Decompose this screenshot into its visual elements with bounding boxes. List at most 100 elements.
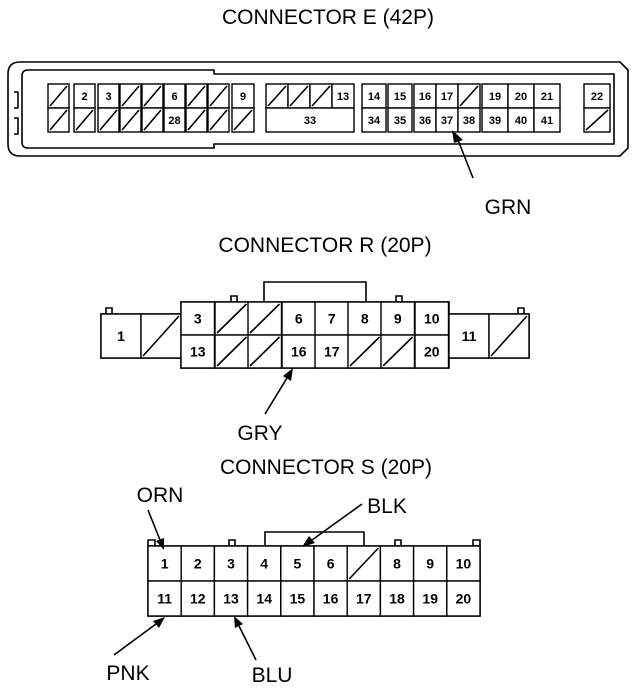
pin-cell-38: 38 — [457, 107, 481, 133]
connector-r-wire-label: GRY — [237, 422, 282, 445]
pin-cell-3: 3 — [213, 545, 249, 582]
connector-s-wire-blk: BLK — [367, 495, 407, 518]
pin-number: 16 — [323, 591, 339, 607]
pin-number: 5 — [294, 556, 302, 572]
pin-number: 9 — [240, 91, 246, 103]
pin-number: 19 — [422, 591, 438, 607]
pin-number: 15 — [394, 91, 406, 103]
pin-number: 38 — [463, 115, 475, 127]
pin-number: 10 — [424, 311, 440, 327]
connector-r-title: CONNECTOR R (20P) — [218, 234, 431, 257]
pin-cell-34: 34 — [361, 107, 387, 133]
pin-cell-19: 19 — [412, 580, 448, 617]
pin-cell-8: 8 — [347, 301, 383, 336]
connector-s-title: CONNECTOR S (20P) — [220, 456, 432, 479]
connector-s-wire-pnk: PNK — [106, 662, 149, 685]
pin-number: 41 — [541, 115, 553, 127]
pin-cell-21: 21 — [533, 83, 561, 109]
pin-cell-empty — [247, 301, 283, 336]
pin-cell-18: 18 — [379, 580, 415, 617]
pin-cell-empty — [231, 107, 255, 133]
pin-cell-13: 13 — [331, 83, 355, 109]
pin-cell-empty — [265, 83, 289, 109]
pin-cell-17: 17 — [314, 334, 350, 369]
pin-cell-7: 7 — [314, 301, 350, 336]
pin-number: 33 — [304, 115, 316, 127]
pin-number: 6 — [327, 556, 335, 572]
pin-cell-empty — [488, 313, 530, 359]
pin-number: 28 — [168, 115, 180, 127]
pin-cell-empty — [214, 301, 250, 336]
pin-number: 19 — [489, 91, 501, 103]
pin-cell-10: 10 — [446, 545, 481, 582]
pin-number: 12 — [190, 591, 206, 607]
connector-e-wire-arrow — [452, 130, 474, 179]
pin-number: 34 — [368, 115, 381, 127]
pin-number: 11 — [157, 591, 172, 607]
pin-number: 16 — [419, 91, 431, 103]
pin-cell-empty — [247, 334, 283, 369]
pin-cell-37: 37 — [435, 107, 459, 133]
pin-cell-11: 11 — [147, 580, 182, 617]
pin-cell-empty — [380, 334, 416, 369]
pin-number: 20 — [515, 91, 527, 103]
pin-cell-15: 15 — [280, 580, 315, 617]
connector-s-wire-blu: BLU — [252, 664, 293, 687]
orn-arrow — [147, 509, 164, 550]
pin-number: 14 — [256, 591, 272, 607]
pin-number: 22 — [591, 91, 603, 103]
pin-number: 8 — [361, 311, 369, 327]
pin-cell-empty — [457, 83, 481, 109]
pin-cell-empty — [47, 107, 70, 133]
pin-number: 17 — [356, 591, 372, 607]
pin-cell-8: 8 — [379, 545, 415, 582]
connector-e-title: CONNECTOR E (42P) — [222, 6, 434, 29]
pin-number: 17 — [324, 344, 340, 360]
pin-cell-12: 12 — [180, 580, 216, 617]
connector-r-wire-arrow — [264, 368, 293, 415]
pin-cell-empty — [141, 107, 164, 133]
pin-number: 3 — [105, 91, 111, 103]
pin-cell-empty — [119, 107, 142, 133]
pin-cell-41: 41 — [533, 107, 561, 133]
pin-cell-empty — [73, 107, 96, 133]
pin-number: 20 — [424, 344, 440, 360]
pin-number: 16 — [291, 344, 307, 360]
pin-cell-3: 3 — [97, 83, 120, 109]
pin-number: 13 — [223, 591, 239, 607]
pin-number: 2 — [81, 91, 87, 103]
blu-arrow — [234, 616, 257, 661]
pin-cell-40: 40 — [507, 107, 535, 133]
pin-cell-14: 14 — [361, 83, 387, 109]
pin-cell-2: 2 — [73, 83, 96, 109]
pin-number: 14 — [368, 91, 381, 103]
pin-cell-14: 14 — [246, 580, 282, 617]
pin-number: 9 — [426, 556, 434, 572]
connector-e-housing — [7, 61, 629, 157]
pin-number: 1 — [117, 328, 125, 344]
pin-cell-13: 13 — [180, 334, 216, 369]
pnk-arrow — [113, 617, 165, 656]
pin-cell-empty — [140, 313, 182, 359]
pin-cell-17: 17 — [346, 580, 382, 617]
pin-cell-empty — [185, 83, 208, 109]
pin-cell-5: 5 — [280, 545, 315, 582]
pin-number: 3 — [194, 311, 202, 327]
pin-cell-6: 6 — [281, 301, 317, 336]
pin-number: 7 — [328, 311, 336, 327]
pin-number: 39 — [489, 115, 501, 127]
pin-number: 36 — [419, 115, 431, 127]
pin-number: 37 — [441, 115, 453, 127]
pin-cell-16: 16 — [413, 83, 437, 109]
connector-s-wire-orn: ORN — [137, 484, 184, 507]
pin-cell-empty — [347, 334, 383, 369]
pin-cell-20: 20 — [507, 83, 535, 109]
pin-number: 15 — [290, 591, 306, 607]
pin-cell-35: 35 — [387, 107, 413, 133]
pin-cell-28: 28 — [163, 107, 186, 133]
pin-cell-empty — [309, 83, 333, 109]
pin-number: 17 — [441, 91, 453, 103]
pin-number: 3 — [227, 556, 235, 572]
pin-cell-9: 9 — [412, 545, 448, 582]
